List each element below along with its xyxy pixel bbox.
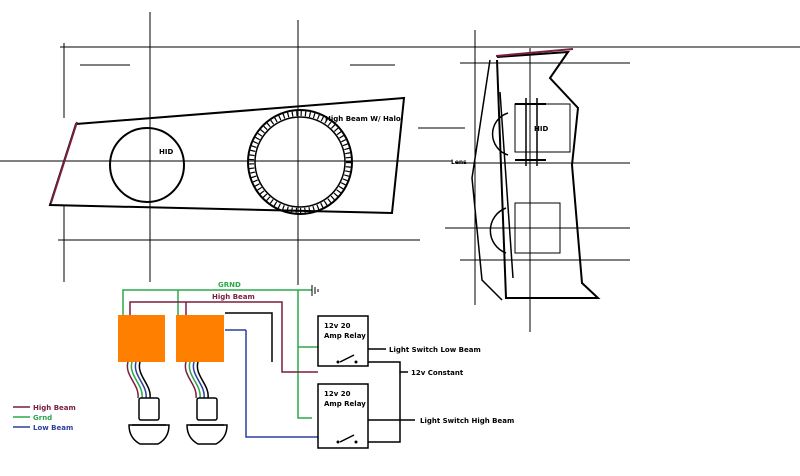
relay-high-line2: Amp Relay xyxy=(324,400,366,408)
front-hid-label: HID xyxy=(159,148,173,156)
halo-ring-inner xyxy=(254,116,346,208)
lens-label: Lens xyxy=(451,159,467,166)
side-low-projector-box xyxy=(514,202,561,254)
constant-wire-high xyxy=(368,372,401,443)
side-hid-projector-lens xyxy=(491,112,509,156)
ground-wire-relays xyxy=(297,290,312,419)
relay-high-line1: 12v 20 xyxy=(324,390,351,398)
connector-wire-black xyxy=(225,312,273,362)
ground-label: GRND xyxy=(218,281,241,289)
connector-block-1 xyxy=(118,315,165,362)
bulb-1 xyxy=(128,397,170,445)
relay-low-line2: Amp Relay xyxy=(324,332,366,340)
side-hid-label: HID xyxy=(534,125,548,133)
relay-low-line1: 12v 20 xyxy=(324,322,351,330)
low-beam-switch-label: Light Switch Low Beam xyxy=(389,346,481,354)
legend-label-ground: Grnd xyxy=(33,414,52,422)
connector-block-2 xyxy=(176,315,224,362)
side-housing-outline xyxy=(496,50,601,299)
halo-ring-outer xyxy=(247,109,353,215)
constant-wire xyxy=(368,361,408,373)
bulb-pigtail-1 xyxy=(126,361,151,399)
halo-ring-hatching xyxy=(249,111,351,213)
guide-lines xyxy=(0,12,800,332)
hid-projector-circle xyxy=(109,127,185,203)
high-beam-switch-label: Light Switch High Beam xyxy=(420,417,514,425)
bulb-pigtail-2 xyxy=(184,361,209,399)
front-high-beam-label: High Beam W/ Halo xyxy=(325,115,401,123)
bulb-2 xyxy=(186,397,228,445)
relay-high-beam: 12v 20 Amp Relay xyxy=(317,383,369,449)
wiring-diagram: 12v 20 Amp Relay 12v 20 Amp Relay GRND H… xyxy=(118,281,514,449)
side-lens-outline xyxy=(471,59,503,301)
side-edge-highlight xyxy=(495,48,574,57)
low-beam-wire xyxy=(245,330,318,438)
side-view: HID xyxy=(471,48,601,301)
high-beam-wire-label: High Beam xyxy=(212,293,255,301)
ground-wire xyxy=(122,289,312,315)
housing-edge-highlight xyxy=(50,121,78,204)
legend-label-low-beam: Low Beam xyxy=(33,424,73,432)
front-view: HID High Beam W/ Halo Lens xyxy=(48,96,467,215)
legend: High Beam Grnd Low Beam xyxy=(13,404,76,432)
ground-symbol xyxy=(311,285,319,296)
legend-label-high-beam: High Beam xyxy=(33,404,76,412)
side-low-projector-lens xyxy=(489,207,507,254)
relay-low-beam: 12v 20 Amp Relay xyxy=(317,315,369,367)
high-beam-wire xyxy=(129,301,318,373)
constant-label: 12v Constant xyxy=(411,369,464,377)
side-inner-line xyxy=(499,91,514,279)
